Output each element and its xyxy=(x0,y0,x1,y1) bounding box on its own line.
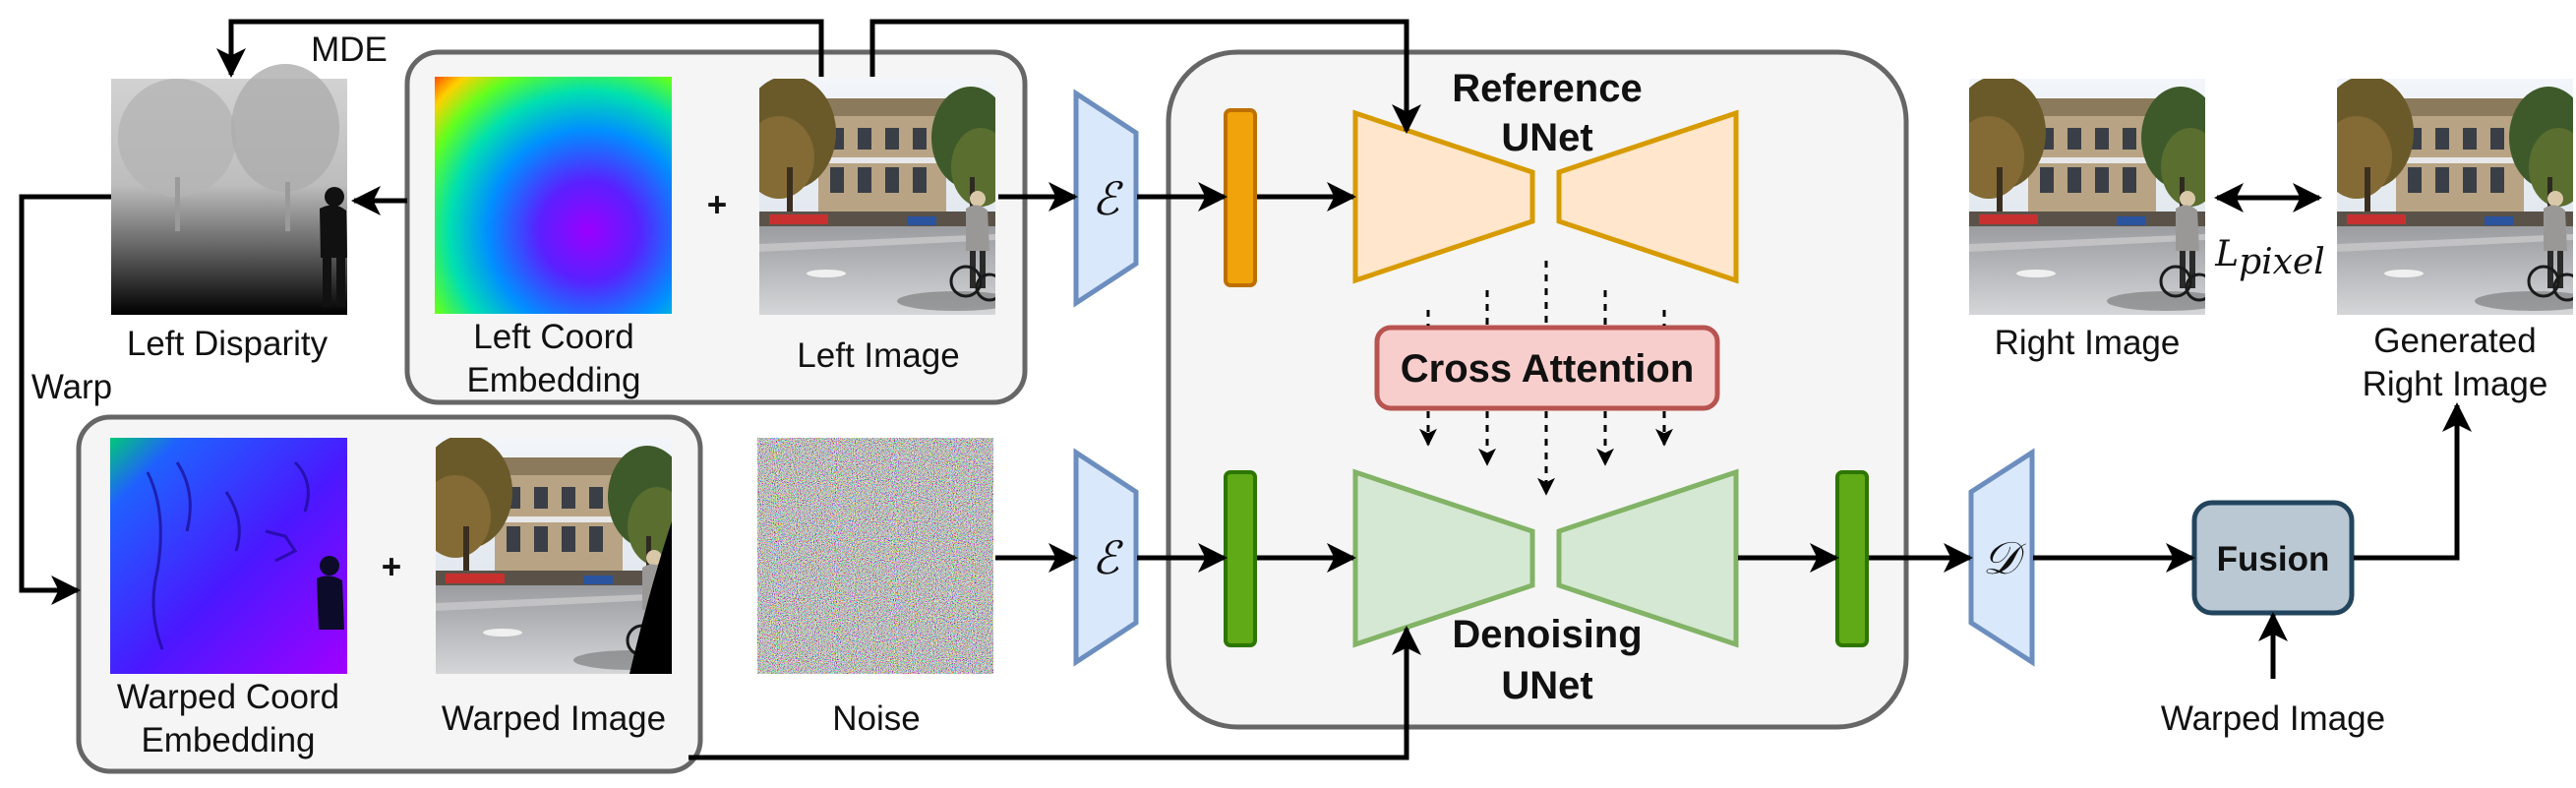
warped-coord-label-line1: Warped Coord xyxy=(117,678,339,716)
encoder-top xyxy=(1073,89,1139,308)
warp-label: Warp xyxy=(31,368,112,406)
left-coord-label-line1: Left Coord xyxy=(473,318,633,356)
warped-coord-label-line2: Embedding xyxy=(141,721,315,759)
noisy-latent xyxy=(1224,470,1257,647)
warped-image-input-label: Warped Image xyxy=(2161,699,2385,738)
right-image-label: Right Image xyxy=(1995,324,2181,362)
denoising-unet xyxy=(1352,468,1739,648)
mde-label: MDE xyxy=(311,30,388,69)
encoder-bottom xyxy=(1073,448,1139,667)
flow-arrows xyxy=(19,19,2472,760)
warped-image xyxy=(418,435,672,674)
pixel-loss-label: Lpixel xyxy=(2214,234,2325,282)
fusion-label: Fusion xyxy=(2217,540,2330,578)
generated-label-line1: Generated xyxy=(2373,322,2536,360)
encoder-top-symbol: ℰ xyxy=(1092,172,1123,225)
generated-label-line2: Right Image xyxy=(2363,365,2548,403)
cross-attention-box xyxy=(1374,325,1720,411)
warped-image-label: Warped Image xyxy=(442,699,666,738)
reference-unet xyxy=(1352,109,1739,284)
noise-image xyxy=(757,438,993,674)
left-image xyxy=(742,76,1015,315)
left-disparity-image xyxy=(111,64,347,315)
plus-sign-top: + xyxy=(707,186,727,224)
noise-label: Noise xyxy=(832,699,920,738)
denoising-unet-label-line1: Denoising xyxy=(1452,613,1642,656)
attention-arrows xyxy=(1419,261,1673,496)
generated-right-image xyxy=(2319,76,2576,315)
reference-unet-label-line1: Reference xyxy=(1452,67,1642,110)
encoder-bottom-symbol: ℰ xyxy=(1092,531,1123,584)
decoder xyxy=(1968,448,2035,667)
warped-coord-embedding-image xyxy=(110,438,347,674)
cross-attention-label: Cross Attention xyxy=(1401,347,1695,391)
left-coord-label-line2: Embedding xyxy=(466,361,640,399)
left-image-label: Left Image xyxy=(797,336,959,375)
output-latent xyxy=(1835,470,1869,647)
left-disparity-label: Left Disparity xyxy=(127,325,329,363)
denoising-unet-label-line2: UNet xyxy=(1501,664,1592,707)
right-image xyxy=(1951,76,2225,315)
plus-sign-bottom: + xyxy=(382,548,401,586)
left-coord-embedding-image xyxy=(435,77,672,314)
reference-latent xyxy=(1224,108,1257,287)
reference-unet-label-line2: UNet xyxy=(1501,116,1592,159)
